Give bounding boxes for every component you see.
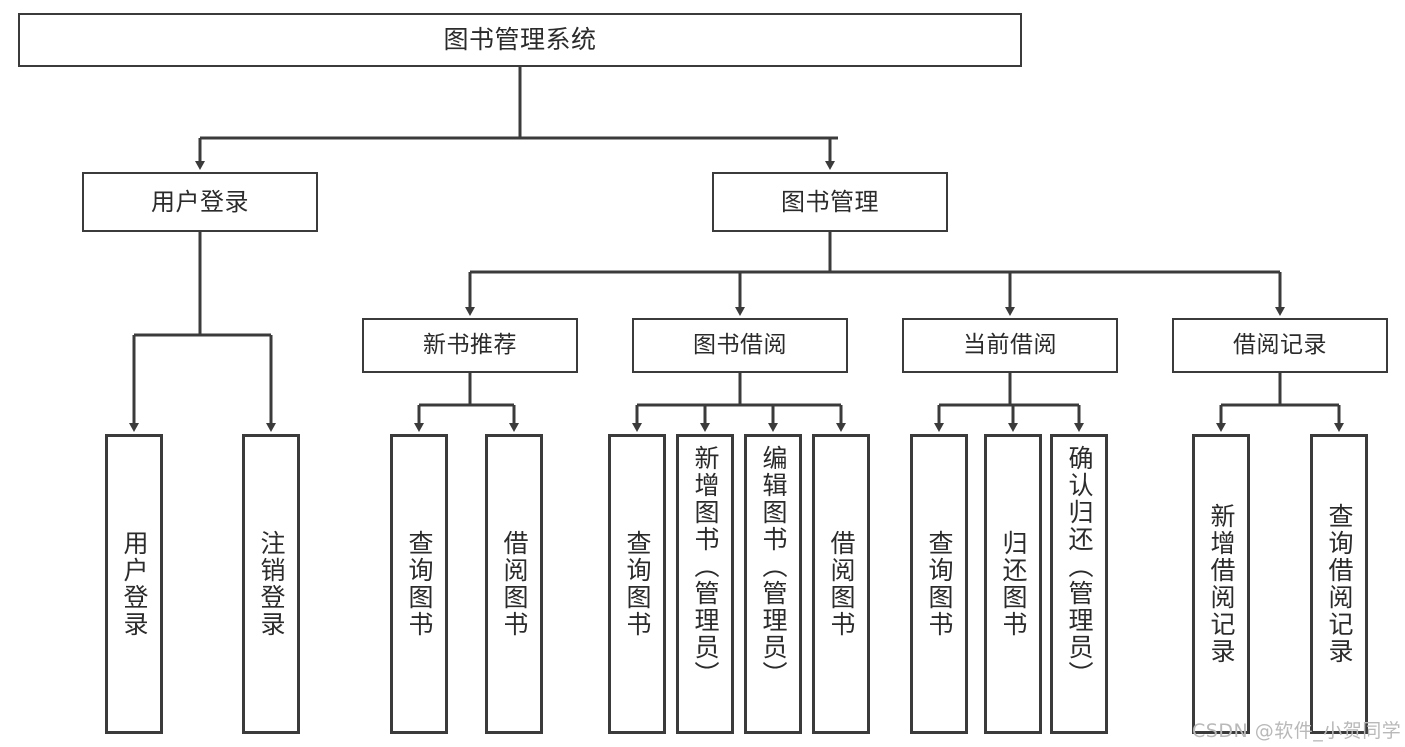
leaf-text-wrap: 借阅图书	[815, 437, 867, 731]
leaf-text-wrap: 查询图书	[611, 437, 663, 731]
node-leaf-borrow-book-a-label: 借阅图书	[500, 530, 529, 638]
node-borrow-record[interactable]: 借阅记录	[1172, 318, 1388, 373]
node-leaf-user-login[interactable]: 用户登录	[105, 434, 163, 734]
leaf-text-wrap: 借阅图书	[488, 437, 540, 731]
node-leaf-add-book-label: 新增图书（管理员）	[691, 445, 720, 688]
node-leaf-user-login-label: 用户登录	[120, 530, 149, 638]
node-leaf-query-record-label: 查询借阅记录	[1325, 503, 1354, 665]
node-current-borrow-label: 当前借阅	[963, 331, 1057, 358]
node-leaf-borrow-book-b-label: 借阅图书	[827, 530, 856, 638]
leaf-text-wrap: 注销登录	[245, 437, 297, 731]
node-leaf-query-book-a-label: 查询图书	[405, 530, 434, 638]
node-leaf-logout-label: 注销登录	[257, 530, 286, 638]
node-leaf-logout[interactable]: 注销登录	[242, 434, 300, 734]
node-leaf-edit-book[interactable]: 编辑图书（管理员）	[744, 434, 802, 734]
node-leaf-return-book-label: 归还图书	[999, 530, 1028, 638]
node-leaf-add-record-label: 新增借阅记录	[1207, 503, 1236, 665]
node-leaf-return-book[interactable]: 归还图书	[984, 434, 1042, 734]
node-leaf-add-record[interactable]: 新增借阅记录	[1192, 434, 1250, 734]
node-user-login-label: 用户登录	[151, 187, 249, 216]
leaf-text-wrap: 确认归还（管理员）	[1053, 445, 1105, 688]
leaf-text-wrap: 查询借阅记录	[1313, 437, 1365, 731]
leaf-text-wrap: 新增图书（管理员）	[679, 445, 731, 688]
node-leaf-confirm-return-label: 确认归还（管理员）	[1065, 445, 1094, 688]
node-leaf-edit-book-label: 编辑图书（管理员）	[759, 445, 788, 688]
node-leaf-borrow-book-a[interactable]: 借阅图书	[485, 434, 543, 734]
node-new-book-rec-label: 新书推荐	[423, 331, 517, 358]
node-book-borrow[interactable]: 图书借阅	[632, 318, 848, 373]
csdn-watermark: CSDN @软件_小贺同学	[1192, 720, 1402, 742]
node-current-borrow[interactable]: 当前借阅	[902, 318, 1118, 373]
leaf-text-wrap: 查询图书	[393, 437, 445, 731]
node-leaf-add-book[interactable]: 新增图书（管理员）	[676, 434, 734, 734]
node-leaf-query-book-b[interactable]: 查询图书	[608, 434, 666, 734]
node-new-book-rec[interactable]: 新书推荐	[362, 318, 578, 373]
node-root[interactable]: 图书管理系统	[18, 13, 1022, 67]
leaf-text-wrap: 用户登录	[108, 437, 160, 731]
node-leaf-query-book-c[interactable]: 查询图书	[910, 434, 968, 734]
leaf-text-wrap: 归还图书	[987, 437, 1039, 731]
node-leaf-query-record[interactable]: 查询借阅记录	[1310, 434, 1368, 734]
node-leaf-query-book-b-label: 查询图书	[623, 530, 652, 638]
node-book-manage[interactable]: 图书管理	[712, 172, 948, 232]
node-user-login[interactable]: 用户登录	[82, 172, 318, 232]
node-book-manage-label: 图书管理	[781, 187, 879, 216]
node-leaf-borrow-book-b[interactable]: 借阅图书	[812, 434, 870, 734]
leaf-text-wrap: 新增借阅记录	[1195, 437, 1247, 731]
node-root-label: 图书管理系统	[443, 25, 597, 55]
leaf-text-wrap: 查询图书	[913, 437, 965, 731]
node-leaf-query-book-c-label: 查询图书	[925, 530, 954, 638]
node-leaf-query-book-a[interactable]: 查询图书	[390, 434, 448, 734]
node-leaf-confirm-return[interactable]: 确认归还（管理员）	[1050, 434, 1108, 734]
leaf-text-wrap: 编辑图书（管理员）	[747, 445, 799, 688]
node-borrow-record-label: 借阅记录	[1233, 331, 1327, 358]
node-book-borrow-label: 图书借阅	[693, 331, 787, 358]
